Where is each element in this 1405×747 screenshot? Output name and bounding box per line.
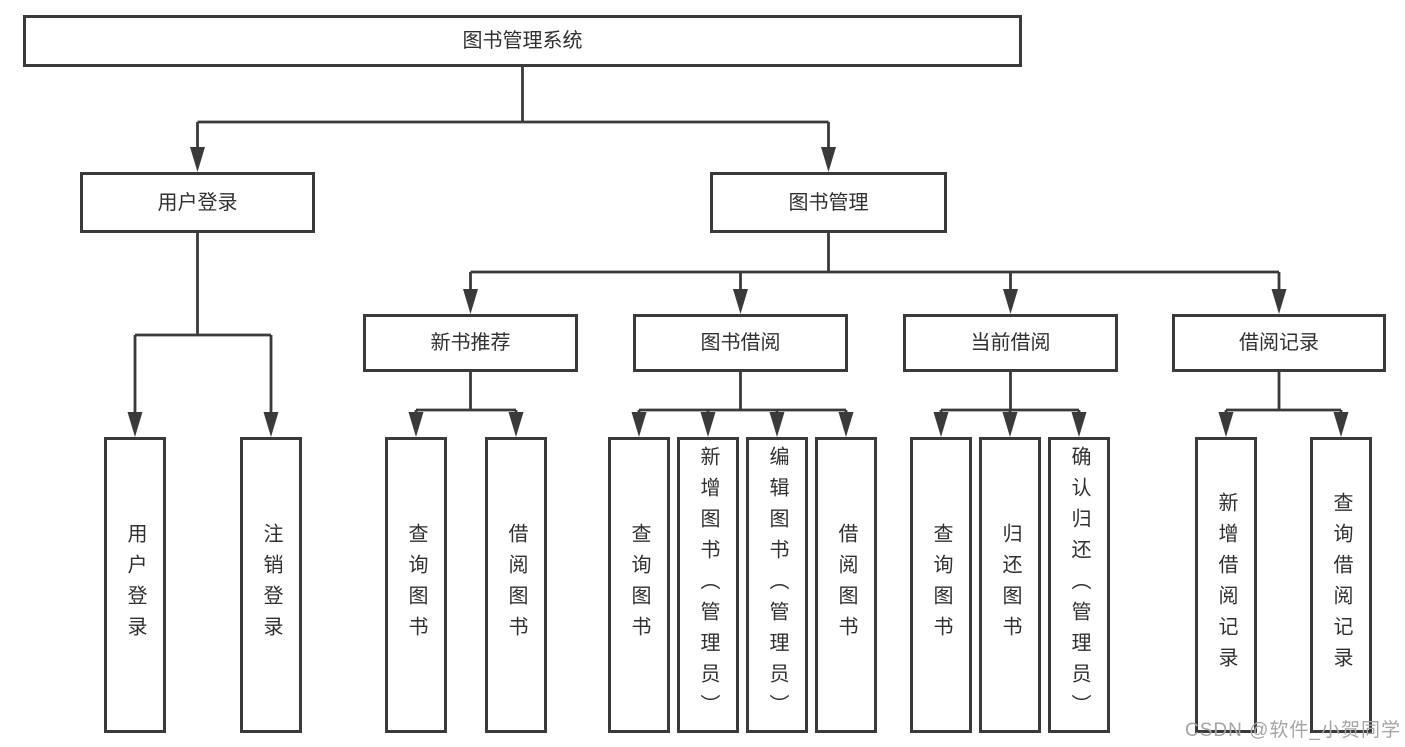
node-label: 编辑图书（管理员）	[766, 445, 788, 725]
arrowhead-icon	[1002, 412, 1018, 437]
node-cb-query: 查询图书	[910, 437, 972, 733]
node-label: 用户登录	[157, 191, 238, 214]
arrowhead-icon	[1333, 412, 1349, 437]
node-label: 确认归还（管理员）	[1068, 445, 1090, 725]
watermark: CSDN @软件_小贺同学	[1185, 720, 1401, 741]
node-label: 借阅图书	[505, 523, 527, 647]
node-label: 注销登录	[260, 523, 282, 647]
arrowhead-icon	[127, 412, 143, 437]
node-login: 用户登录	[104, 437, 166, 733]
arrowhead-icon	[631, 412, 647, 437]
node-label: 归还图书	[999, 523, 1021, 647]
node-bb-edit: 编辑图书（管理员）	[746, 437, 808, 733]
node-label: 图书管理	[788, 191, 869, 214]
node-label: 用户登录	[124, 523, 146, 647]
arrowhead-icon	[821, 147, 836, 172]
arrowhead-icon	[408, 412, 424, 437]
arrowhead-icon	[508, 412, 524, 437]
node-label: 查询图书	[405, 523, 427, 647]
node-label: 查询图书	[930, 523, 952, 647]
node-user-login: 用户登录	[80, 172, 315, 233]
arrowhead-icon	[1071, 412, 1087, 437]
arrowhead-icon	[1218, 412, 1234, 437]
arrowhead-icon	[733, 289, 748, 314]
node-cb-confirm: 确认归还（管理员）	[1048, 437, 1110, 733]
node-br-add: 新增借阅记录	[1195, 437, 1257, 733]
node-label: 新增借阅记录	[1215, 492, 1237, 678]
arrowhead-icon	[933, 412, 949, 437]
node-nbr-query: 查询图书	[385, 437, 447, 733]
arrowhead-icon	[1271, 289, 1287, 314]
node-label: 查询图书	[628, 523, 650, 647]
arrowhead-icon	[700, 412, 716, 437]
node-new-book-rec: 新书推荐	[363, 314, 578, 372]
node-label: 新书推荐	[430, 332, 511, 354]
node-book-mgmt: 图书管理	[710, 172, 947, 233]
node-label: 借阅图书	[835, 523, 857, 647]
arrowhead-icon	[263, 412, 279, 437]
node-bb-add: 新增图书（管理员）	[677, 437, 739, 733]
node-label: 当前借阅	[970, 332, 1051, 354]
node-label: 新增图书（管理员）	[697, 445, 719, 725]
node-bb-borrow: 借阅图书	[815, 437, 877, 733]
arrowhead-icon	[769, 412, 785, 437]
node-nbr-borrow: 借阅图书	[485, 437, 547, 733]
arrowhead-icon	[1003, 289, 1018, 314]
node-label: 借阅记录	[1239, 332, 1319, 354]
node-br-query: 查询借阅记录	[1310, 437, 1372, 733]
arrowhead-icon	[190, 147, 205, 172]
node-label: 查询借阅记录	[1330, 492, 1352, 678]
node-bb-query: 查询图书	[608, 437, 670, 733]
node-label: 图书借阅	[700, 332, 781, 354]
node-root: 图书管理系统	[23, 15, 1022, 67]
arrowhead-icon	[463, 289, 478, 314]
node-borrow-records: 借阅记录	[1172, 314, 1386, 372]
arrowhead-icon	[838, 412, 854, 437]
node-book-borrow: 图书借阅	[633, 314, 848, 372]
node-label: 图书管理系统	[462, 30, 583, 52]
node-current-borrow: 当前借阅	[903, 314, 1118, 372]
node-cb-return: 归还图书	[979, 437, 1041, 733]
node-logout: 注销登录	[240, 437, 302, 733]
